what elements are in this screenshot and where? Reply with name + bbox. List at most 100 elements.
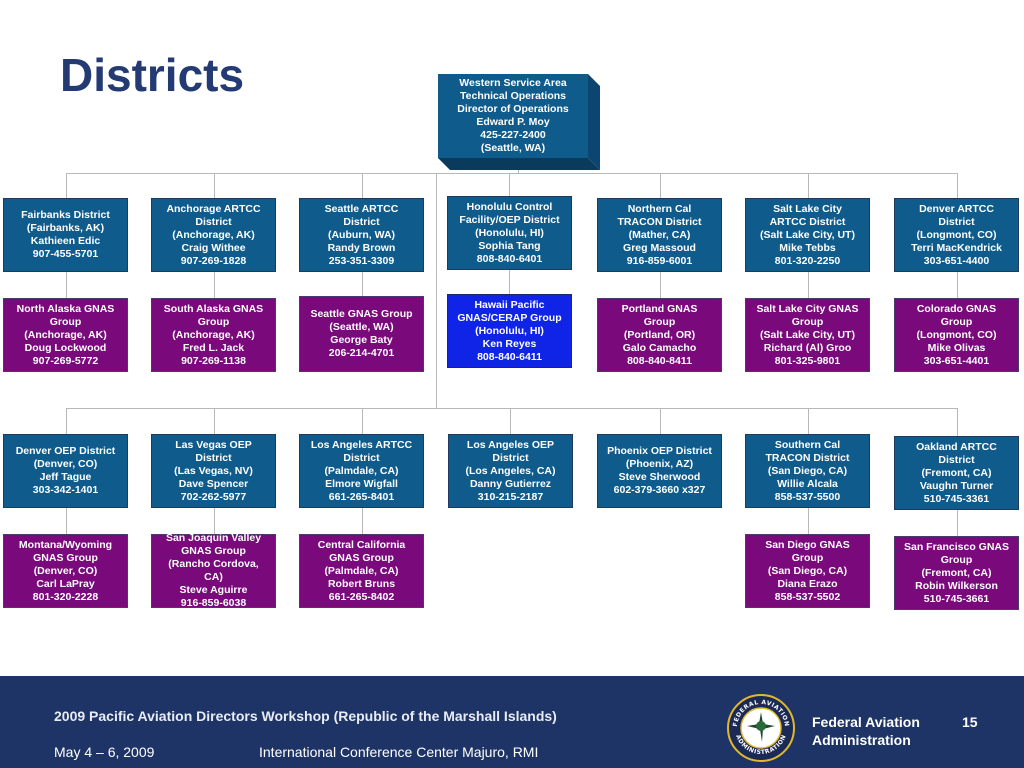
box-line: Terri MacKendrick [911,241,1002,254]
box-line: Anchorage ARTCC [166,202,261,215]
header-line: (Seattle, WA) [480,142,546,154]
box-line: Northern Cal [627,202,692,215]
box-line: TRACON District [617,215,702,228]
box-line: (Salt Lake City, UT) [760,328,855,341]
district-box-denver-oep: Denver OEP District (Denver, CO) Jeff Ta… [3,434,128,508]
gnas-box-north-alaska: North Alaska GNAS Group (Anchorage, AK) … [3,298,128,372]
box-line: Group [49,315,82,328]
box-line: 916-859-6001 [626,254,693,267]
header-line: Technical Operations [460,90,566,102]
box-line: (Palmdale, CA) [324,564,399,577]
connector-upper-bar [66,173,958,174]
box-line: North Alaska GNAS [16,302,115,315]
box-line: (Los Angeles, CA) [465,464,556,477]
box-line: Carl LaPray [36,577,95,590]
box-line: Portland GNAS [621,302,698,315]
box-line: 808-840-6411 [477,350,542,363]
box-line: (Honolulu, HI) [475,324,544,337]
gnas-box-seattle: Seattle GNAS Group (Seattle, WA) George … [299,296,424,372]
box-line: (Longmont, CO) [916,228,997,241]
box-line: Montana/Wyoming [18,538,113,551]
box-line: Steve Aguirre [179,584,248,596]
box-line: Phoenix OEP District [607,445,712,457]
box-line: Mike Tebbs [779,241,836,254]
box-line: (Denver, CO) [33,458,98,470]
district-box-honolulu: Honolulu Control Facility/OEP District (… [447,196,572,270]
box-line: District [195,215,232,228]
gnas-box-san-francisco: San Francisco GNAS Group (Fremont, CA) R… [894,536,1019,610]
connector-stem [214,272,215,298]
box-line: (Seattle, WA) [329,321,394,333]
box-line: (Phoenix, AZ) [625,458,694,470]
box-line: 303-651-4401 [923,354,990,367]
box-line: (Las Vegas, NV) [174,464,253,477]
page-title: Districts [60,49,245,101]
box-line: Group [643,315,676,328]
gnas-box-colorado: Colorado GNAS Group (Longmont, CO) Mike … [894,298,1019,372]
box-line: 602-379-3660 x327 [613,484,706,496]
box-line: District [343,215,380,228]
connector-stem [66,173,67,198]
box-line: 907-455-5701 [32,248,99,260]
connector-upper-spine [436,173,437,409]
box-line: (Longmont, CO) [916,328,997,341]
box-line: Sophia Tang [478,239,541,252]
box-line: 808-840-8411 [627,354,692,367]
box-line: (Fairbanks, AK) [26,222,105,234]
connector-header-stem [518,170,519,174]
header-line: Edward P. Moy [476,116,550,128]
box-line: 801-320-2250 [774,254,841,267]
box-line: (Fremont, CA) [921,566,992,579]
header-line: Director of Operations [457,103,569,115]
district-box-salt-lake-artcc: Salt Lake City ARTCC District (Salt Lake… [745,198,870,272]
box-line: (Fremont, CA) [921,466,992,479]
header-line: Western Service Area [459,77,567,89]
header-director-box: Western Service Area Technical Operation… [438,74,588,158]
box-line: Group [791,551,824,564]
box-line: (Anchorage, AK) [172,228,255,241]
connector-stem [362,272,363,296]
connector-stem [808,508,809,534]
box-line: (San Diego, CA) [767,564,848,577]
box-line: 206-214-4701 [328,347,395,359]
connector-stem [66,272,67,298]
box-line: GNAS Group [181,545,246,557]
box-line: ARTCC District [769,215,846,228]
header-box-shading [438,74,600,170]
district-box-oakland-artcc: Oakland ARTCC District (Fremont, CA) Vau… [894,436,1019,510]
district-box-seattle: Seattle ARTCC District (Auburn, WA) Rand… [299,198,424,272]
connector-lower-bar [66,408,958,409]
district-box-denver-artcc: Denver ARTCC District (Longmont, CO) Ter… [894,198,1019,272]
connector-stem [362,508,363,534]
connector-stem [808,173,809,198]
box-line: GNAS Group [329,551,394,564]
box-line: San Joaquin Valley [165,532,262,544]
footer-venue: International Conference Center Majuro, … [259,744,539,760]
box-line: Galo Camacho [622,341,697,354]
footer-agency-line1: Federal Aviation [812,714,920,730]
district-box-las-vegas-oep: Las Vegas OEP District (Las Vegas, NV) D… [151,434,276,508]
box-line: 510-745-3661 [923,592,990,605]
box-line: Hawaii Pacific [474,298,545,311]
faa-seal-icon: FEDERAL AVIATION ADMINISTRATION [727,694,795,762]
box-line: Central California [317,538,406,551]
box-line: GNAS/CERAP Group [457,311,562,324]
gnas-box-san-joaquin: San Joaquin Valley GNAS Group (Rancho Co… [151,532,276,609]
gnas-box-portland: Portland GNAS Group (Portland, OR) Galo … [597,298,722,372]
box-line: Salt Lake City GNAS [756,302,859,315]
box-line: (Mather, CA) [628,228,691,241]
box-line: Fairbanks District [21,209,110,221]
connector-stem [214,408,215,434]
box-line: Danny Gutierrez [469,477,552,490]
box-line: Richard (Al) Groo [763,341,852,354]
box-line: GNAS Group [33,551,98,564]
box-line: 303-342-1401 [32,484,99,496]
connector-stem [510,408,511,434]
footer-page-number: 15 [962,714,978,730]
box-line: Facility/OEP District [459,213,560,226]
box-line: Southern Cal [774,438,841,451]
box-line: Steve Sherwood [618,471,701,483]
connector-stem [660,173,661,198]
district-box-northern-cal: Northern Cal TRACON District (Mather, CA… [597,198,722,272]
box-line: CA) [204,571,223,583]
